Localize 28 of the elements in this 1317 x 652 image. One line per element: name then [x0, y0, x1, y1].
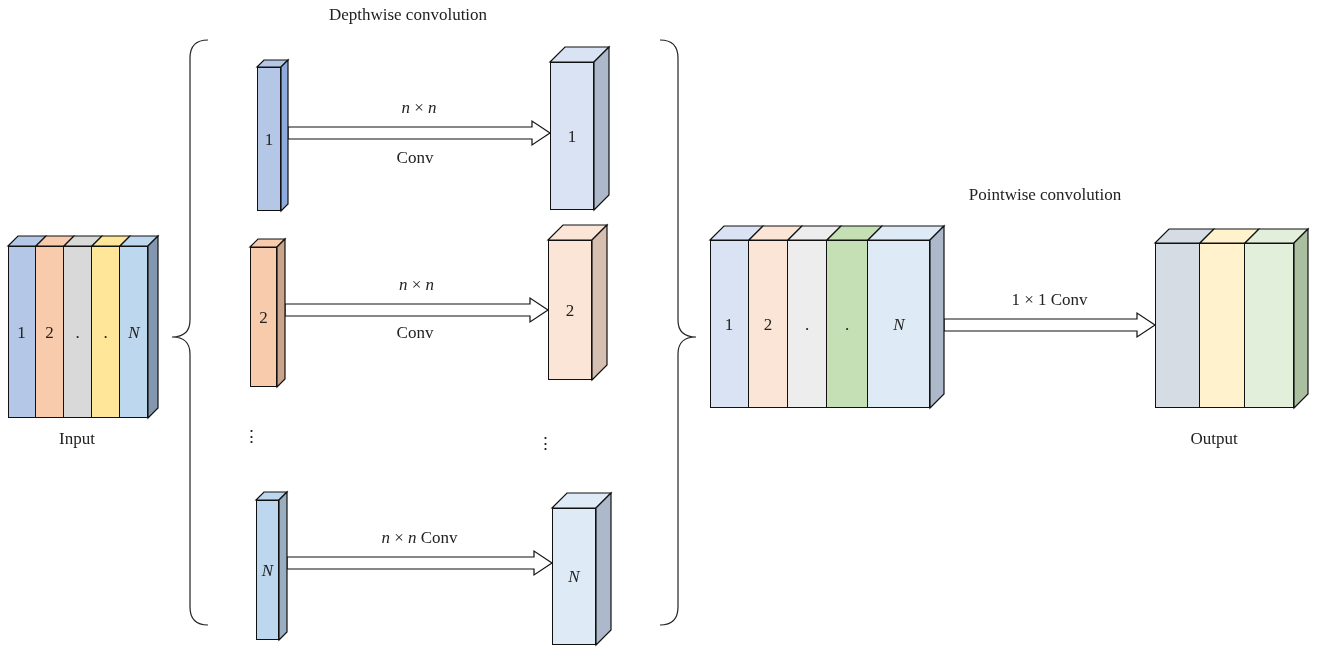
ellipsis-mark: ⋮	[535, 433, 555, 455]
channel-label: N	[568, 568, 580, 585]
channel-label: N	[261, 561, 274, 579]
channel-label: N	[893, 315, 905, 333]
hollow-arrow	[284, 296, 550, 324]
block-caption: Input	[58, 428, 96, 450]
channel-label: 2	[45, 323, 54, 341]
channel-label: N	[128, 323, 140, 341]
channel-label: .	[804, 315, 810, 333]
channel-label: 1	[724, 315, 734, 333]
hollow-arrow	[287, 119, 552, 147]
channel-label: .	[75, 323, 80, 341]
ellipsis-mark: ⋮	[241, 426, 261, 448]
channel-label: 1	[264, 130, 274, 148]
text-label: Depthwise convolution	[327, 4, 489, 26]
channel-label: 1	[567, 127, 577, 145]
hollow-arrow	[943, 311, 1157, 339]
text-label: Pointwise convolution	[967, 184, 1123, 206]
text-label: Conv	[395, 147, 435, 169]
channel-label: 2	[259, 308, 268, 326]
channel-label: .	[103, 323, 108, 341]
text-label: Conv	[395, 322, 435, 344]
block-caption: Output	[1189, 428, 1239, 450]
channel-label: .	[844, 315, 850, 333]
channel-label: 1	[17, 323, 26, 341]
channel-label: 2	[763, 315, 773, 333]
hollow-arrow	[286, 549, 554, 577]
channel-label: 2	[565, 301, 575, 319]
